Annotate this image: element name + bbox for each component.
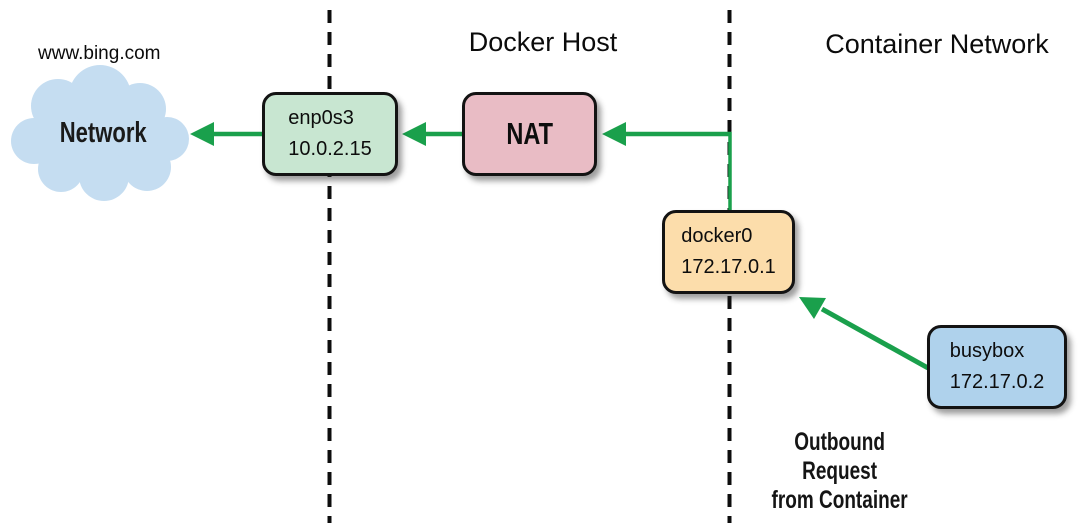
- node-busybox-name: busybox: [949, 340, 1025, 362]
- node-busybox: busybox 172.17.0.2: [927, 325, 1067, 409]
- arrow-enp0s3-to-network: [190, 122, 262, 146]
- arrowhead-to-nat: [602, 122, 626, 146]
- node-busybox-ip: 172.17.0.2: [949, 371, 1045, 393]
- arrowhead-to-enp0s3: [402, 122, 426, 146]
- node-nat-label: NAT: [506, 116, 553, 151]
- node-enp0s3-ip: 10.0.2.15: [288, 138, 372, 160]
- outbound-request-note: Outbound Request from Container: [730, 399, 950, 515]
- node-enp0s3-text: enp0s3 10.0.2.15: [288, 103, 371, 165]
- network-cloud-label: Network: [20, 117, 186, 150]
- node-busybox-text: busybox 172.17.0.2: [950, 336, 1045, 398]
- node-enp0s3-name: enp0s3: [288, 107, 354, 129]
- node-docker0-name: docker0: [681, 225, 753, 247]
- node-docker0: docker0 172.17.0.1: [662, 210, 795, 294]
- arrow-docker0-to-nat: [602, 122, 732, 213]
- arrow-busybox-to-docker0: [799, 297, 930, 371]
- arrowhead-to-network: [190, 122, 214, 146]
- node-docker0-ip: 172.17.0.1: [681, 256, 776, 278]
- network-cloud-shape: [11, 65, 189, 201]
- network-cloud-label-text: Network: [59, 117, 147, 149]
- arrowhead-to-docker0: [799, 297, 826, 319]
- node-enp0s3: enp0s3 10.0.2.15: [262, 92, 398, 176]
- arrow-nat-to-enp0s3: [402, 122, 462, 146]
- node-docker0-text: docker0 172.17.0.1: [681, 221, 776, 283]
- url-label: www.bing.com: [38, 43, 161, 64]
- outbound-request-note-text: Outbound Request from Container: [771, 428, 909, 514]
- heading-docker-host: Docker Host: [468, 27, 618, 57]
- node-nat: NAT: [462, 92, 597, 176]
- heading-container-network: Container Network: [825, 29, 1049, 59]
